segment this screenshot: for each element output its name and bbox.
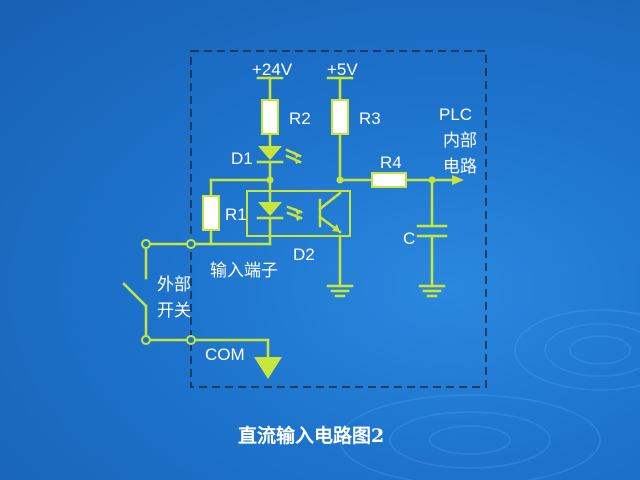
- plc-output-arrow: [452, 175, 464, 185]
- capacitor-symbol: [416, 224, 448, 238]
- label-r1: R1: [225, 205, 247, 224]
- resistor-r3: [331, 99, 349, 135]
- optocoupler-box: [246, 190, 351, 237]
- label-switch-switch: 开关: [157, 301, 191, 321]
- resistor-r2: [261, 99, 279, 135]
- label-com: COM: [205, 345, 245, 364]
- label-r2: R2: [289, 109, 311, 128]
- label-plc-circuit: 电路: [443, 157, 477, 177]
- com-ground-triangle: [254, 357, 282, 379]
- phototransistor-symbol: [318, 191, 342, 234]
- ground-symbol-capacitor: [418, 284, 446, 298]
- plc-boundary-box: [190, 50, 487, 388]
- led-d1-symbol: [256, 146, 302, 164]
- label-d2: D2: [293, 245, 315, 264]
- label-r4: R4: [380, 153, 402, 172]
- diagram-caption: 直流输入电路图2: [238, 424, 384, 447]
- label-5v: +5V: [327, 60, 358, 79]
- junction-dots: [266, 176, 436, 184]
- label-c: C: [403, 229, 415, 248]
- wires: [122, 76, 456, 358]
- terminals: [141, 239, 196, 345]
- led-d2-symbol: [256, 202, 303, 221]
- resistor-r4: [371, 172, 407, 188]
- label-input-terminal: 输入端子: [210, 261, 278, 281]
- label-plc: PLC: [439, 105, 472, 124]
- label-plc-internal: 内部: [443, 131, 477, 151]
- label-d1: D1: [231, 149, 253, 168]
- resistor-r1: [202, 195, 220, 231]
- label-r3: R3: [359, 109, 381, 128]
- decorative-ripples: [339, 309, 640, 480]
- ground-symbol-transistor: [326, 284, 354, 298]
- label-24v: +24V: [252, 60, 293, 79]
- label-switch-external: 外部: [157, 275, 191, 295]
